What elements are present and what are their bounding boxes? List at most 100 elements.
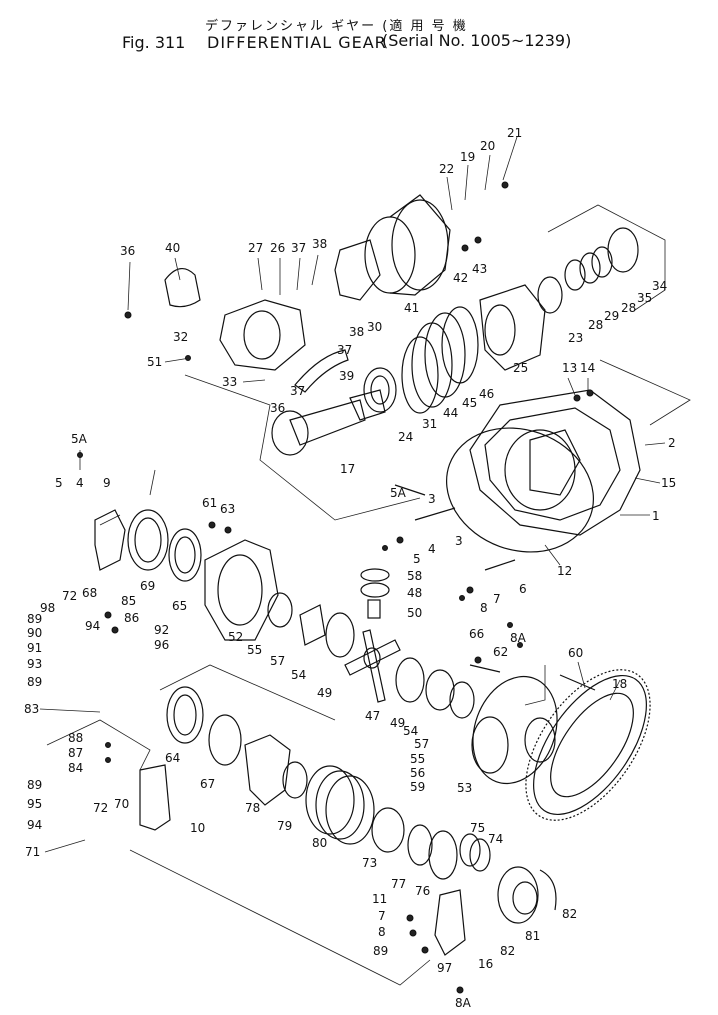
label-56: 56 (410, 766, 425, 780)
label-55b: 55 (410, 752, 425, 766)
label-86: 86 (124, 611, 139, 625)
label-1: 1 (652, 509, 660, 523)
differential-case (471, 675, 558, 785)
label-50: 50 (407, 606, 422, 620)
label-10: 10 (190, 821, 205, 835)
fasteners (77, 181, 594, 994)
label-38b: 38 (349, 325, 364, 339)
label-54a: 54 (291, 668, 306, 682)
label-81: 81 (525, 929, 540, 943)
label-77: 77 (391, 877, 406, 891)
label-64: 64 (165, 751, 180, 765)
label-57b: 57 (414, 737, 429, 751)
label-98: 98 (40, 601, 55, 615)
label-16: 16 (478, 957, 493, 971)
lower-bearing-group (166, 686, 375, 845)
label-44: 44 (443, 406, 458, 420)
differential-housing (445, 389, 641, 553)
label-73: 73 (362, 856, 377, 870)
label-17: 17 (340, 462, 355, 476)
label-91: 91 (27, 641, 42, 655)
label-75: 75 (470, 821, 485, 835)
label-36a: 36 (120, 244, 135, 258)
label-59: 59 (410, 780, 425, 794)
label-5a: 5 (55, 476, 63, 490)
left-bearings (127, 509, 202, 582)
diagram-title: DIFFERENTIAL GEAR (207, 33, 387, 52)
label-21: 21 (507, 126, 522, 140)
leader-lines (39, 136, 666, 853)
label-23: 23 (568, 331, 583, 345)
label-47: 47 (365, 709, 380, 723)
label-3b: 3 (455, 534, 463, 548)
label-32: 32 (173, 330, 188, 344)
label-36b: 36 (270, 401, 285, 415)
label-82b: 82 (500, 944, 515, 958)
label-5A-a: 5A (71, 432, 88, 446)
label-41: 41 (404, 301, 419, 315)
label-60: 60 (568, 646, 583, 660)
label-80: 80 (312, 836, 327, 850)
label-9: 9 (103, 476, 111, 490)
label-52: 52 (228, 630, 243, 644)
label-76: 76 (415, 884, 430, 898)
label-8b: 8 (378, 925, 386, 939)
label-24: 24 (398, 430, 413, 444)
group-boundaries (46, 204, 691, 986)
label-58: 58 (407, 569, 422, 583)
label-87: 87 (68, 746, 83, 760)
label-22: 22 (439, 162, 454, 176)
label-66: 66 (469, 627, 484, 641)
label-89b: 89 (27, 675, 42, 689)
label-5b: 5 (413, 552, 421, 566)
label-97: 97 (437, 961, 452, 975)
label-61: 61 (202, 496, 217, 510)
label-42: 42 (453, 271, 468, 285)
label-15: 15 (661, 476, 676, 490)
label-89d: 89 (373, 944, 388, 958)
label-94b: 94 (27, 818, 42, 832)
part-number-labels: 1 2 3 3 4 4 5 5 5A 5A 6 7 7 8 8 8A 8A 9 … (24, 126, 676, 1010)
label-88: 88 (68, 731, 83, 745)
label-62: 62 (493, 645, 508, 659)
shield (164, 268, 201, 308)
label-78: 78 (245, 801, 260, 815)
label-27: 27 (248, 241, 263, 255)
label-93: 93 (27, 657, 42, 671)
label-33: 33 (222, 375, 237, 389)
label-8A-a: 8A (510, 631, 527, 645)
label-18: 18 (612, 677, 627, 691)
label-30: 30 (367, 320, 382, 334)
label-40: 40 (165, 241, 180, 255)
label-37c: 37 (290, 384, 305, 398)
label-51: 51 (147, 355, 162, 369)
label-63: 63 (220, 502, 235, 516)
label-65: 65 (172, 599, 187, 613)
label-35: 35 (637, 291, 652, 305)
label-67: 67 (200, 777, 215, 791)
label-55a: 55 (247, 643, 262, 657)
label-28b: 28 (621, 301, 636, 315)
label-26: 26 (270, 241, 285, 255)
label-8A-b: 8A (455, 996, 472, 1010)
label-72b: 72 (93, 801, 108, 815)
header: デファレンシャル ギヤー (適 用 号 機 Fig. 311 DIFFERENT… (0, 0, 718, 60)
label-89c: 89 (27, 778, 42, 792)
bearing-retainer (219, 299, 306, 371)
serial-range: (Serial No. 1005~1239) (382, 31, 572, 50)
label-70: 70 (114, 797, 129, 811)
label-72a: 72 (62, 589, 77, 603)
label-79: 79 (277, 819, 292, 833)
label-82a: 82 (562, 907, 577, 921)
label-69: 69 (140, 579, 155, 593)
label-20: 20 (480, 139, 495, 153)
cover-drum (364, 194, 451, 296)
label-28a: 28 (588, 318, 603, 332)
label-43: 43 (472, 262, 487, 276)
label-57a: 57 (270, 654, 285, 668)
label-84: 84 (68, 761, 83, 775)
label-85: 85 (121, 594, 136, 608)
top-bearing-cluster (363, 227, 639, 414)
label-19: 19 (460, 150, 475, 164)
